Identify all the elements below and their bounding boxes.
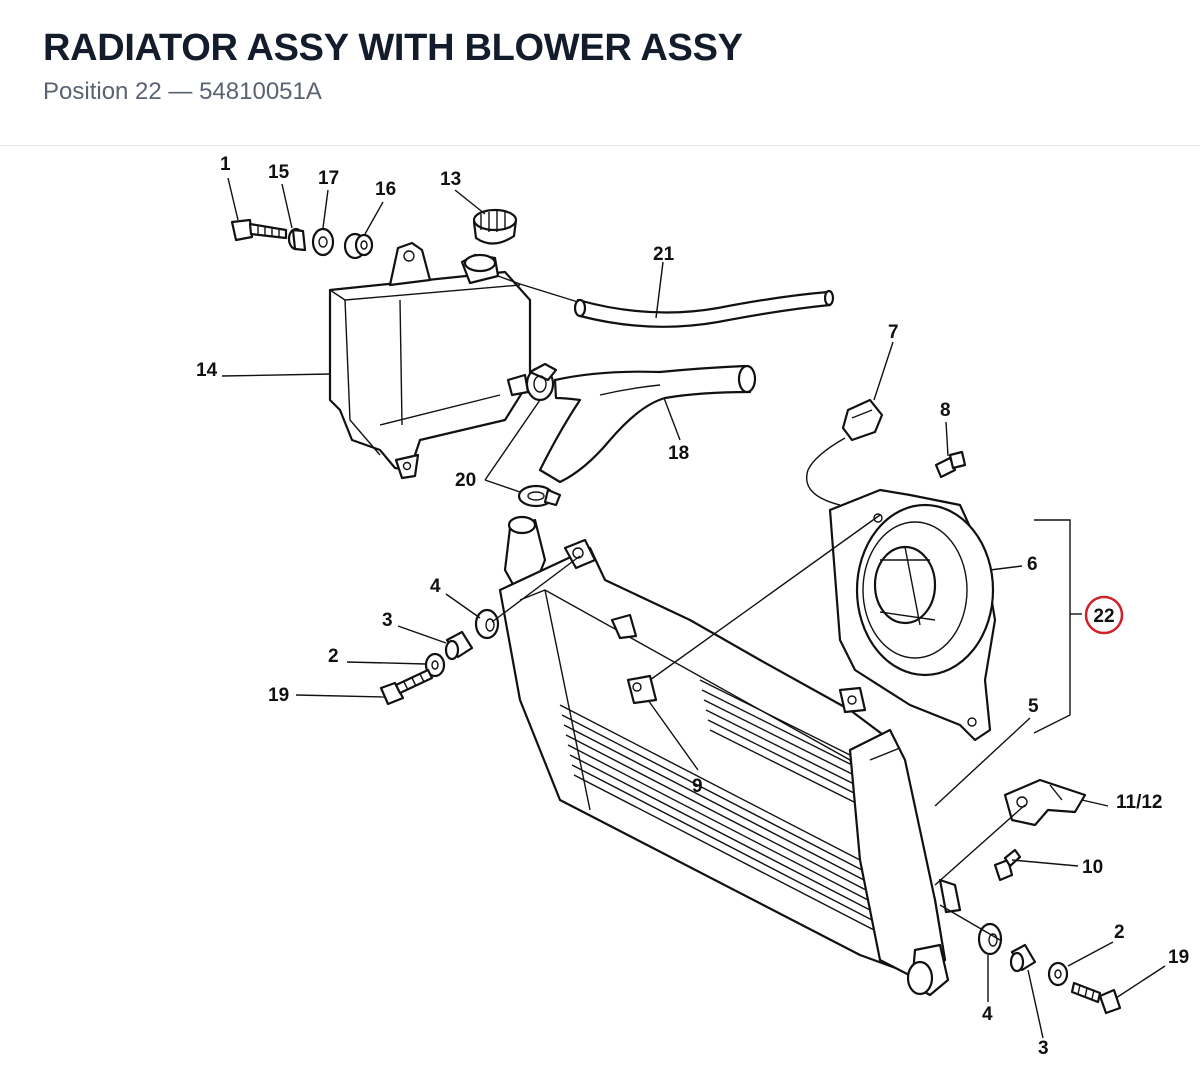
grommet-left	[474, 608, 500, 640]
mounting-bracket	[1003, 778, 1087, 827]
callout-8: 8	[940, 400, 951, 421]
washer-left	[424, 652, 446, 678]
callout-17: 17	[318, 168, 339, 189]
callout-1: 1	[220, 154, 231, 175]
callout-labels: 1 15 17 16 13 21 14 7 8 18 20 6 4 3 2 19…	[196, 154, 1189, 1059]
highlight-ring	[1084, 595, 1124, 635]
filler-cap	[472, 208, 518, 245]
callout-3-left: 3	[382, 610, 393, 631]
tank-bolt	[230, 218, 288, 242]
callout-2-right: 2	[1114, 922, 1125, 943]
callout-10: 10	[1082, 857, 1103, 878]
washer-right	[1047, 961, 1069, 987]
callout-4-right: 4	[982, 1004, 993, 1025]
page-header: RADIATOR ASSY WITH BLOWER ASSY Position …	[0, 0, 1200, 146]
callout-15: 15	[268, 162, 290, 183]
callout-13: 13	[440, 169, 461, 190]
callout-6: 6	[1027, 554, 1038, 575]
callout-7: 7	[888, 322, 899, 343]
page-title: RADIATOR ASSY WITH BLOWER ASSY	[43, 27, 743, 69]
callout-2-left: 2	[328, 646, 339, 667]
callout-3-right: 3	[1038, 1038, 1049, 1059]
callout-22: 22	[1093, 606, 1114, 627]
tank-grommet	[343, 232, 374, 260]
fan-connector	[806, 398, 884, 506]
callout-4-left: 4	[430, 576, 441, 597]
spacer-left	[444, 630, 474, 661]
callout-9: 9	[692, 776, 703, 797]
callout-21: 21	[653, 244, 675, 265]
bolt-right	[1070, 981, 1122, 1015]
spacer-right	[1009, 943, 1037, 973]
bolt-left	[379, 668, 434, 706]
callout-20: 20	[455, 470, 476, 491]
highlighted-position-marker[interactable]: 22	[1084, 595, 1124, 635]
grommet-right	[977, 922, 1003, 956]
callout-19-left: 19	[268, 685, 289, 706]
overflow-hose	[497, 275, 835, 328]
callout-16: 16	[375, 179, 396, 200]
radiator-hose	[538, 364, 757, 484]
callout-5: 5	[1028, 696, 1039, 717]
leader-lines	[221, 177, 1166, 1039]
radiator	[498, 515, 962, 997]
callout-19-right: 19	[1168, 947, 1189, 968]
page-subtitle: Position 22 — 54810051A	[43, 78, 322, 105]
bracket-bolt	[993, 848, 1022, 882]
callout-11-12: 11/12	[1116, 792, 1163, 813]
callout-14: 14	[196, 360, 218, 381]
fan-assembly	[828, 488, 997, 742]
hose-clamp-upper	[525, 362, 558, 402]
tank-spacer	[287, 227, 307, 252]
expansion-tank	[328, 241, 532, 480]
hose-clamp-lower	[517, 484, 562, 508]
callout-18: 18	[668, 443, 689, 464]
radiator-clip	[626, 674, 658, 705]
fan-screw	[934, 450, 967, 479]
tank-washer	[311, 227, 335, 257]
